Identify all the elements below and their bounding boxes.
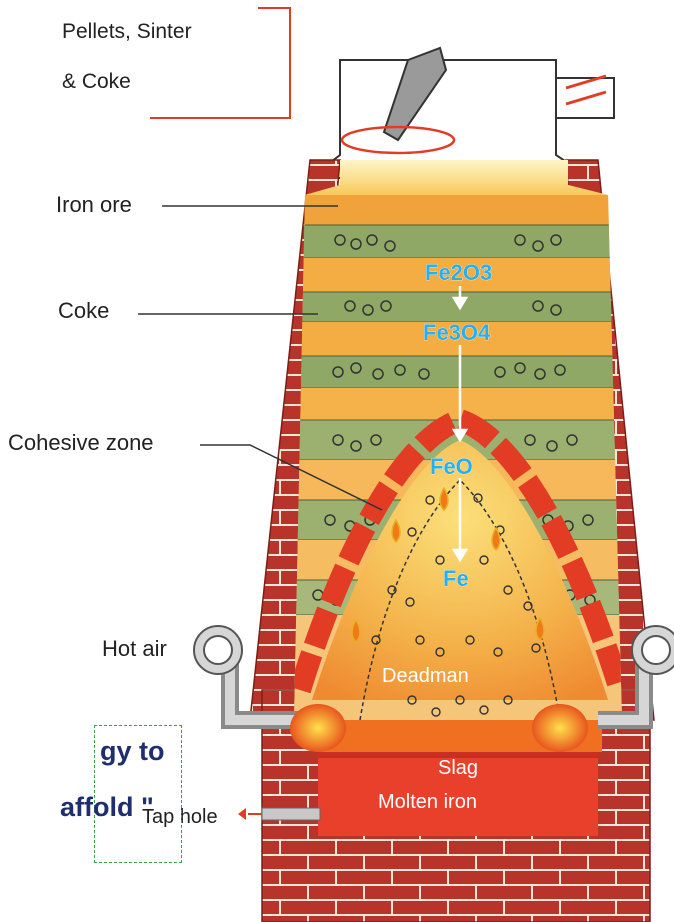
- charge-label-line2: & Coke: [62, 70, 131, 94]
- iron-ore-label: Iron ore: [56, 192, 132, 218]
- cohesive-zone-label: Cohesive zone: [8, 430, 154, 456]
- tap-hole-pipe: [262, 808, 320, 820]
- tuyere-flame-right: [532, 704, 588, 752]
- slag-label: Slag: [438, 757, 478, 779]
- callout-line1: gy to: [100, 736, 165, 767]
- molten-iron-label: Molten iron: [378, 791, 477, 813]
- hot-air-label: Hot air: [102, 636, 167, 662]
- reaction-feo: FeO: [430, 454, 473, 479]
- tuyere-flame-left: [290, 704, 346, 752]
- deadman-label: Deadman: [382, 665, 469, 687]
- reaction-fe: Fe: [443, 566, 469, 591]
- charge-label-line1: Pellets, Sinter: [62, 20, 192, 44]
- reaction-fe3o4: Fe3O4: [423, 320, 491, 345]
- callout-line2: affold ": [60, 792, 154, 823]
- reaction-fe2o3: Fe2O3: [425, 260, 492, 285]
- coke-label: Coke: [58, 298, 109, 324]
